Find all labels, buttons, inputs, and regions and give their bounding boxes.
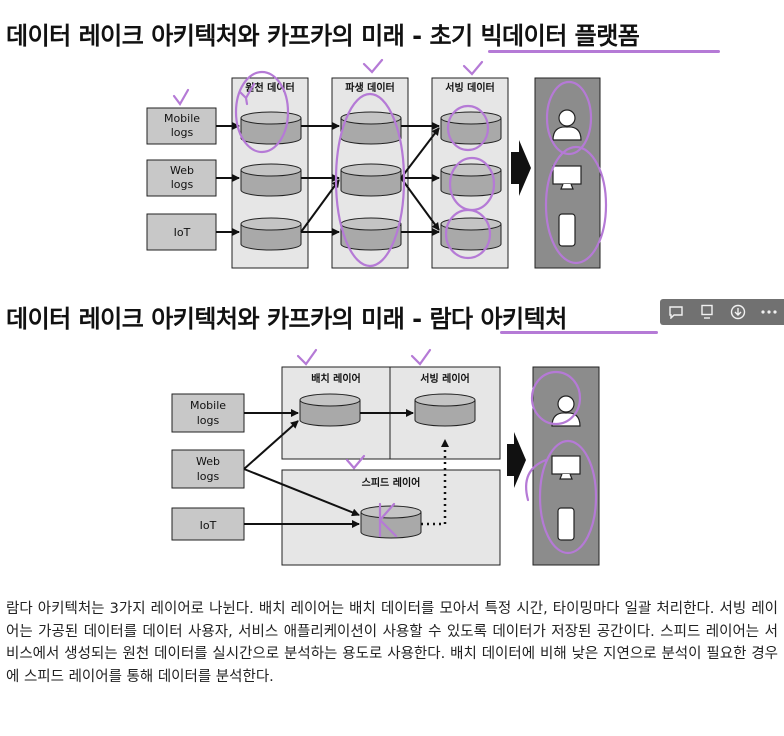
source-box-iot: IoT [171, 507, 245, 541]
more-icon[interactable] [758, 302, 780, 322]
flow-arrows [216, 122, 440, 236]
layer-label: 배치 레이어 [311, 372, 360, 385]
source-label: logs [171, 126, 194, 139]
database-cylinder [299, 393, 361, 427]
column-label: 원천 데이터 [245, 81, 294, 94]
column-label: 파생 데이터 [345, 81, 394, 94]
layer-label: 서빙 레이어 [420, 372, 469, 385]
database-cylinder [240, 217, 302, 251]
database-cylinder [340, 163, 402, 197]
source-label: Mobile [164, 112, 200, 125]
floating-toolbar [660, 299, 784, 325]
phone-icon [557, 507, 575, 541]
source-label: Web [196, 455, 220, 468]
heading-prefix: 데이터 레이크 아키텍처와 카프카의 미래 - [6, 305, 430, 333]
database-cylinder [240, 163, 302, 197]
source-label: logs [197, 470, 220, 483]
database-cylinder [414, 393, 476, 427]
diagram-lambda: Mobile logs Web logs IoT 배치 레이어 서빙 레이어 스… [171, 366, 600, 566]
source-label: logs [197, 414, 220, 427]
handwritten-annotations [172, 58, 608, 555]
heading-lambda: 데이터 레이크 아키텍처와 카프카의 미래 - 람다 아키텍처 [6, 299, 567, 334]
phone-icon [558, 213, 576, 247]
database-cylinder [440, 217, 502, 251]
comment-icon[interactable] [665, 302, 687, 322]
source-label: logs [171, 178, 194, 191]
annotation-underline [488, 50, 720, 53]
source-box-web: Web logs [171, 449, 245, 489]
heading-early-platform: 데이터 레이크 아키텍처와 카프카의 미래 - 초기 빅데이터 플랫폼 [6, 16, 640, 51]
source-label: IoT [174, 226, 191, 239]
source-box-iot: IoT [146, 213, 217, 251]
annotation-underline [500, 331, 658, 334]
database-cylinder [360, 505, 422, 539]
heading-emphasis: 초기 빅데이터 플랫폼 [429, 22, 640, 50]
flow-arrows [243, 409, 449, 528]
source-box-mobile: Mobile logs [171, 393, 245, 433]
download-icon[interactable] [727, 302, 749, 322]
column-label: 서빙 데이터 [445, 81, 494, 94]
source-label: IoT [200, 519, 217, 532]
source-box-mobile: Mobile logs [146, 107, 217, 145]
diagram-early-platform: Mobile logs Web logs IoT 원천 데이터 파생 데이터 서… [146, 77, 601, 269]
bookmark-icon[interactable] [696, 302, 718, 322]
source-box-web: Web logs [146, 159, 217, 197]
body-paragraph: 람다 아키텍처는 3가지 레이어로 나뉜다. 배치 레이어는 배치 데이터를 모… [6, 601, 778, 685]
heading-prefix: 데이터 레이크 아키텍처와 카프카의 미래 - [6, 22, 430, 50]
layer-label: 스피드 레이어 [362, 476, 421, 489]
heading-emphasis: 람다 아키텍처 [429, 305, 567, 333]
source-label: Web [170, 164, 194, 177]
source-label: Mobile [190, 399, 226, 412]
big-arrow-icon [511, 140, 531, 196]
database-cylinder [240, 111, 302, 145]
big-arrow-icon [507, 432, 526, 488]
